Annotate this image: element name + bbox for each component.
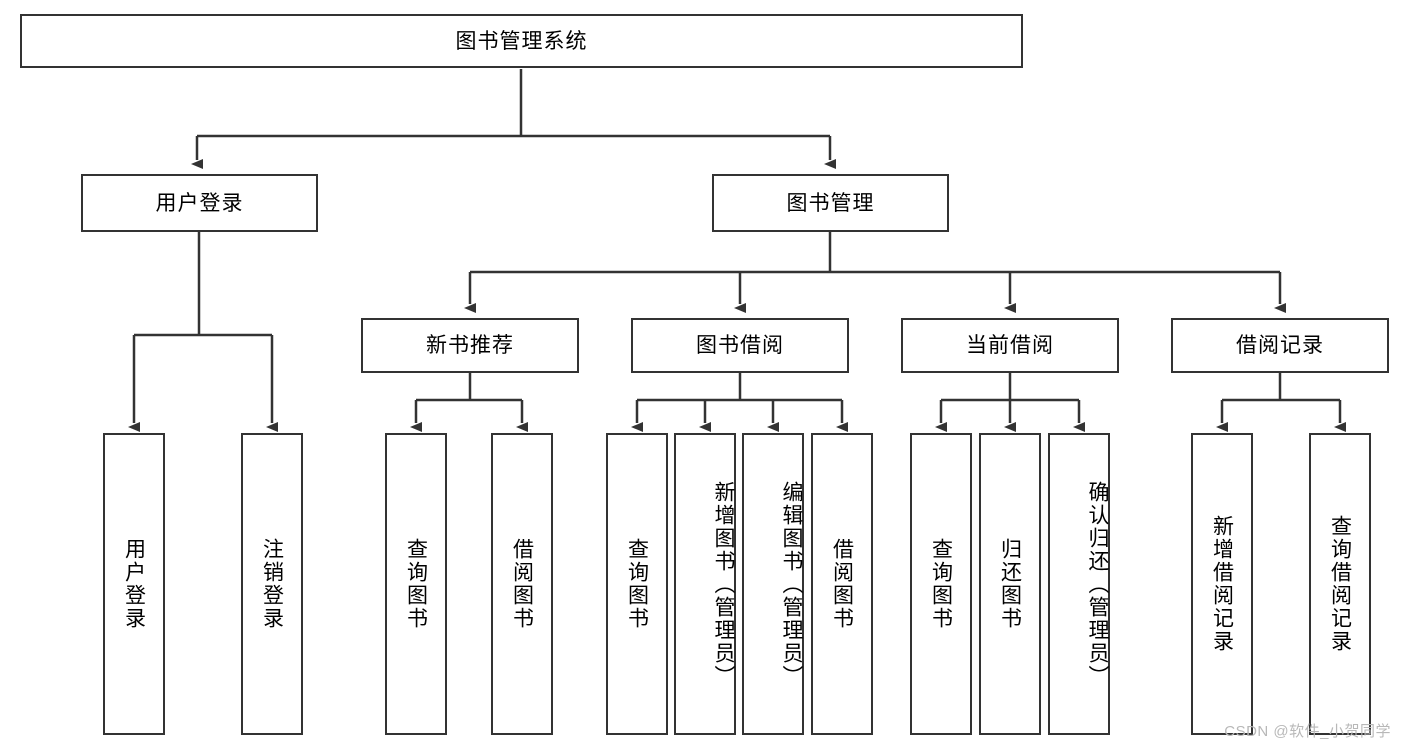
node-borrow-record[interactable]: 借阅记录 bbox=[1171, 318, 1389, 373]
node-book-management[interactable]: 图书管理 bbox=[712, 174, 949, 232]
node-user-login[interactable]: 用户登录 bbox=[81, 174, 318, 232]
leaf-borrow-record-add-record[interactable]: 新增借阅记录 bbox=[1191, 433, 1253, 735]
watermark-text: CSDN @软件_小贺同学 bbox=[1224, 723, 1391, 740]
node-current-borrow[interactable]: 当前借阅 bbox=[901, 318, 1119, 373]
leaf-current-borrow-confirm-return-admin[interactable]: 确认归还（管理员） bbox=[1048, 433, 1110, 735]
node-label: 查询图书 bbox=[929, 538, 953, 630]
leaf-new-book-query-book[interactable]: 查询图书 bbox=[385, 433, 447, 735]
node-label: 新书推荐 bbox=[426, 334, 514, 357]
node-label: 注销登录 bbox=[260, 538, 284, 630]
node-label: 用户登录 bbox=[122, 538, 146, 630]
node-root-book-management-system[interactable]: 图书管理系统 bbox=[20, 14, 1023, 68]
node-label: 图书管理 bbox=[786, 191, 875, 215]
leaf-borrow-record-query-record[interactable]: 查询借阅记录 bbox=[1309, 433, 1371, 735]
node-label: 图书管理系统 bbox=[455, 29, 588, 53]
node-label: 查询图书 bbox=[625, 538, 649, 630]
node-label: 新增图书（管理员） bbox=[712, 480, 735, 688]
leaf-current-borrow-return-book[interactable]: 归还图书 bbox=[979, 433, 1041, 735]
node-label: 当前借阅 bbox=[966, 334, 1054, 357]
node-label: 查询图书 bbox=[404, 538, 428, 630]
node-label: 归还图书 bbox=[998, 538, 1022, 630]
node-label: 借阅图书 bbox=[510, 538, 534, 630]
leaf-current-borrow-query-book[interactable]: 查询图书 bbox=[910, 433, 972, 735]
leaf-new-book-borrow-book[interactable]: 借阅图书 bbox=[491, 433, 553, 735]
leaf-book-borrow-add-book-admin[interactable]: 新增图书（管理员） bbox=[674, 433, 736, 735]
leaf-book-borrow-query-book[interactable]: 查询图书 bbox=[606, 433, 668, 735]
node-label: 查询借阅记录 bbox=[1328, 515, 1352, 653]
node-book-borrow[interactable]: 图书借阅 bbox=[631, 318, 849, 373]
node-label: 确认归还（管理员） bbox=[1086, 480, 1109, 688]
node-label: 借阅图书 bbox=[830, 538, 854, 630]
leaf-user-login-signin[interactable]: 用户登录 bbox=[103, 433, 165, 735]
node-label: 编辑图书（管理员） bbox=[780, 480, 803, 688]
leaf-book-borrow-edit-book-admin[interactable]: 编辑图书（管理员） bbox=[742, 433, 804, 735]
leaf-book-borrow-borrow-book[interactable]: 借阅图书 bbox=[811, 433, 873, 735]
node-label: 图书借阅 bbox=[696, 334, 784, 357]
node-label: 新增借阅记录 bbox=[1210, 515, 1234, 653]
node-label: 用户登录 bbox=[155, 191, 244, 215]
node-new-book-recommend[interactable]: 新书推荐 bbox=[361, 318, 579, 373]
leaf-user-login-signout[interactable]: 注销登录 bbox=[241, 433, 303, 735]
node-label: 借阅记录 bbox=[1236, 334, 1324, 357]
